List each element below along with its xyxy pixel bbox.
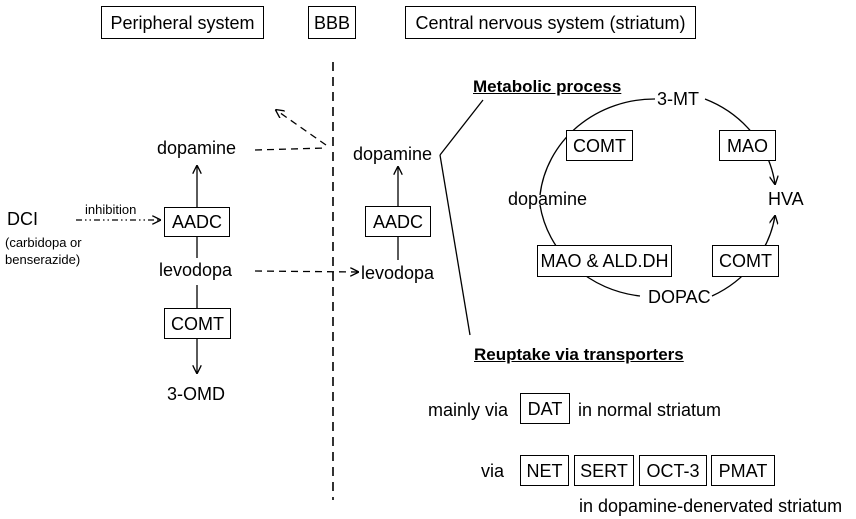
- metabolic-mao-box: MAO: [719, 130, 776, 161]
- metabolic-mao-ald-label: MAO & ALD.DH: [540, 251, 669, 271]
- transporter-sert-box: SERT: [574, 455, 634, 486]
- metabolic-mao-ald-box: MAO & ALD.DH: [537, 245, 672, 277]
- metabolite-3mt: 3-MT: [657, 89, 699, 109]
- peripheral-system-label: Peripheral system: [110, 12, 255, 33]
- transporter-net-box: NET: [520, 455, 569, 486]
- metabolite-dopac: DOPAC: [648, 287, 711, 307]
- dashed-arrow-dopamine-blocked: [276, 110, 327, 146]
- metabolite-dopamine: dopamine: [508, 189, 588, 209]
- peripheral-aadc-label: AADC: [171, 212, 222, 232]
- central-dopamine: dopamine: [353, 144, 433, 164]
- dci-label: DCI: [7, 209, 38, 229]
- denervated-striatum-label: in dopamine-denervated striatum: [579, 496, 843, 516]
- central-system-box: Central nervous system (striatum): [405, 6, 696, 39]
- central-system-label: Central nervous system (striatum): [415, 12, 686, 33]
- dashed-arrow-levodopa-across-bbb: [254, 271, 358, 272]
- transporter-pmat-label: PMAT: [718, 460, 768, 481]
- peripheral-comt-box: COMT: [164, 308, 231, 339]
- dashed-dopamine-to-bbb: [254, 147, 327, 151]
- metabolic-comt-bottom-box: COMT: [712, 245, 779, 277]
- dat-label: DAT: [527, 398, 563, 419]
- dci-note-line-2: benserazide): [5, 252, 81, 267]
- central-aadc-box: AADC: [365, 206, 431, 237]
- bbb-box: BBB: [308, 6, 356, 39]
- transporter-oct3-box: OCT-3: [639, 455, 707, 486]
- metabolite-hva: HVA: [768, 189, 804, 209]
- peripheral-system-box: Peripheral system: [101, 6, 264, 39]
- bracket-lower: [439, 154, 471, 336]
- via-label: via: [481, 461, 505, 481]
- inhibition-label: inhibition: [85, 202, 137, 217]
- transporter-net-label: NET: [526, 460, 563, 481]
- metabolic-mao-label: MAO: [726, 135, 768, 156]
- central-aadc-label: AADC: [372, 211, 423, 232]
- metabolic-comt-top-label: COMT: [573, 135, 626, 156]
- mainly-via-label: mainly via: [428, 400, 509, 420]
- metabolic-comt-bottom-label: COMT: [719, 251, 772, 271]
- peripheral-aadc-box: AADC: [164, 207, 230, 237]
- peripheral-comt-label: COMT: [171, 313, 224, 334]
- dat-box: DAT: [520, 393, 570, 424]
- arc-dopamine-to-3mt: [539, 98, 656, 196]
- bracket-upper: [439, 99, 484, 156]
- metabolic-process-title: Metabolic process: [473, 77, 622, 96]
- transporter-pmat-box: PMAT: [711, 455, 775, 486]
- bbb-label: BBB: [313, 12, 351, 33]
- normal-striatum-label: in normal striatum: [578, 400, 722, 420]
- metabolic-comt-top-box: COMT: [566, 130, 633, 161]
- peripheral-3omd: 3-OMD: [167, 384, 225, 404]
- transporter-sert-label: SERT: [580, 460, 628, 481]
- transporter-oct3-label: OCT-3: [646, 460, 700, 481]
- peripheral-levodopa: levodopa: [159, 260, 233, 280]
- dci-note-line-1: (carbidopa or: [5, 235, 82, 250]
- reuptake-title: Reuptake via transporters: [474, 345, 684, 364]
- peripheral-dopamine: dopamine: [157, 138, 237, 158]
- central-levodopa: levodopa: [361, 263, 435, 283]
